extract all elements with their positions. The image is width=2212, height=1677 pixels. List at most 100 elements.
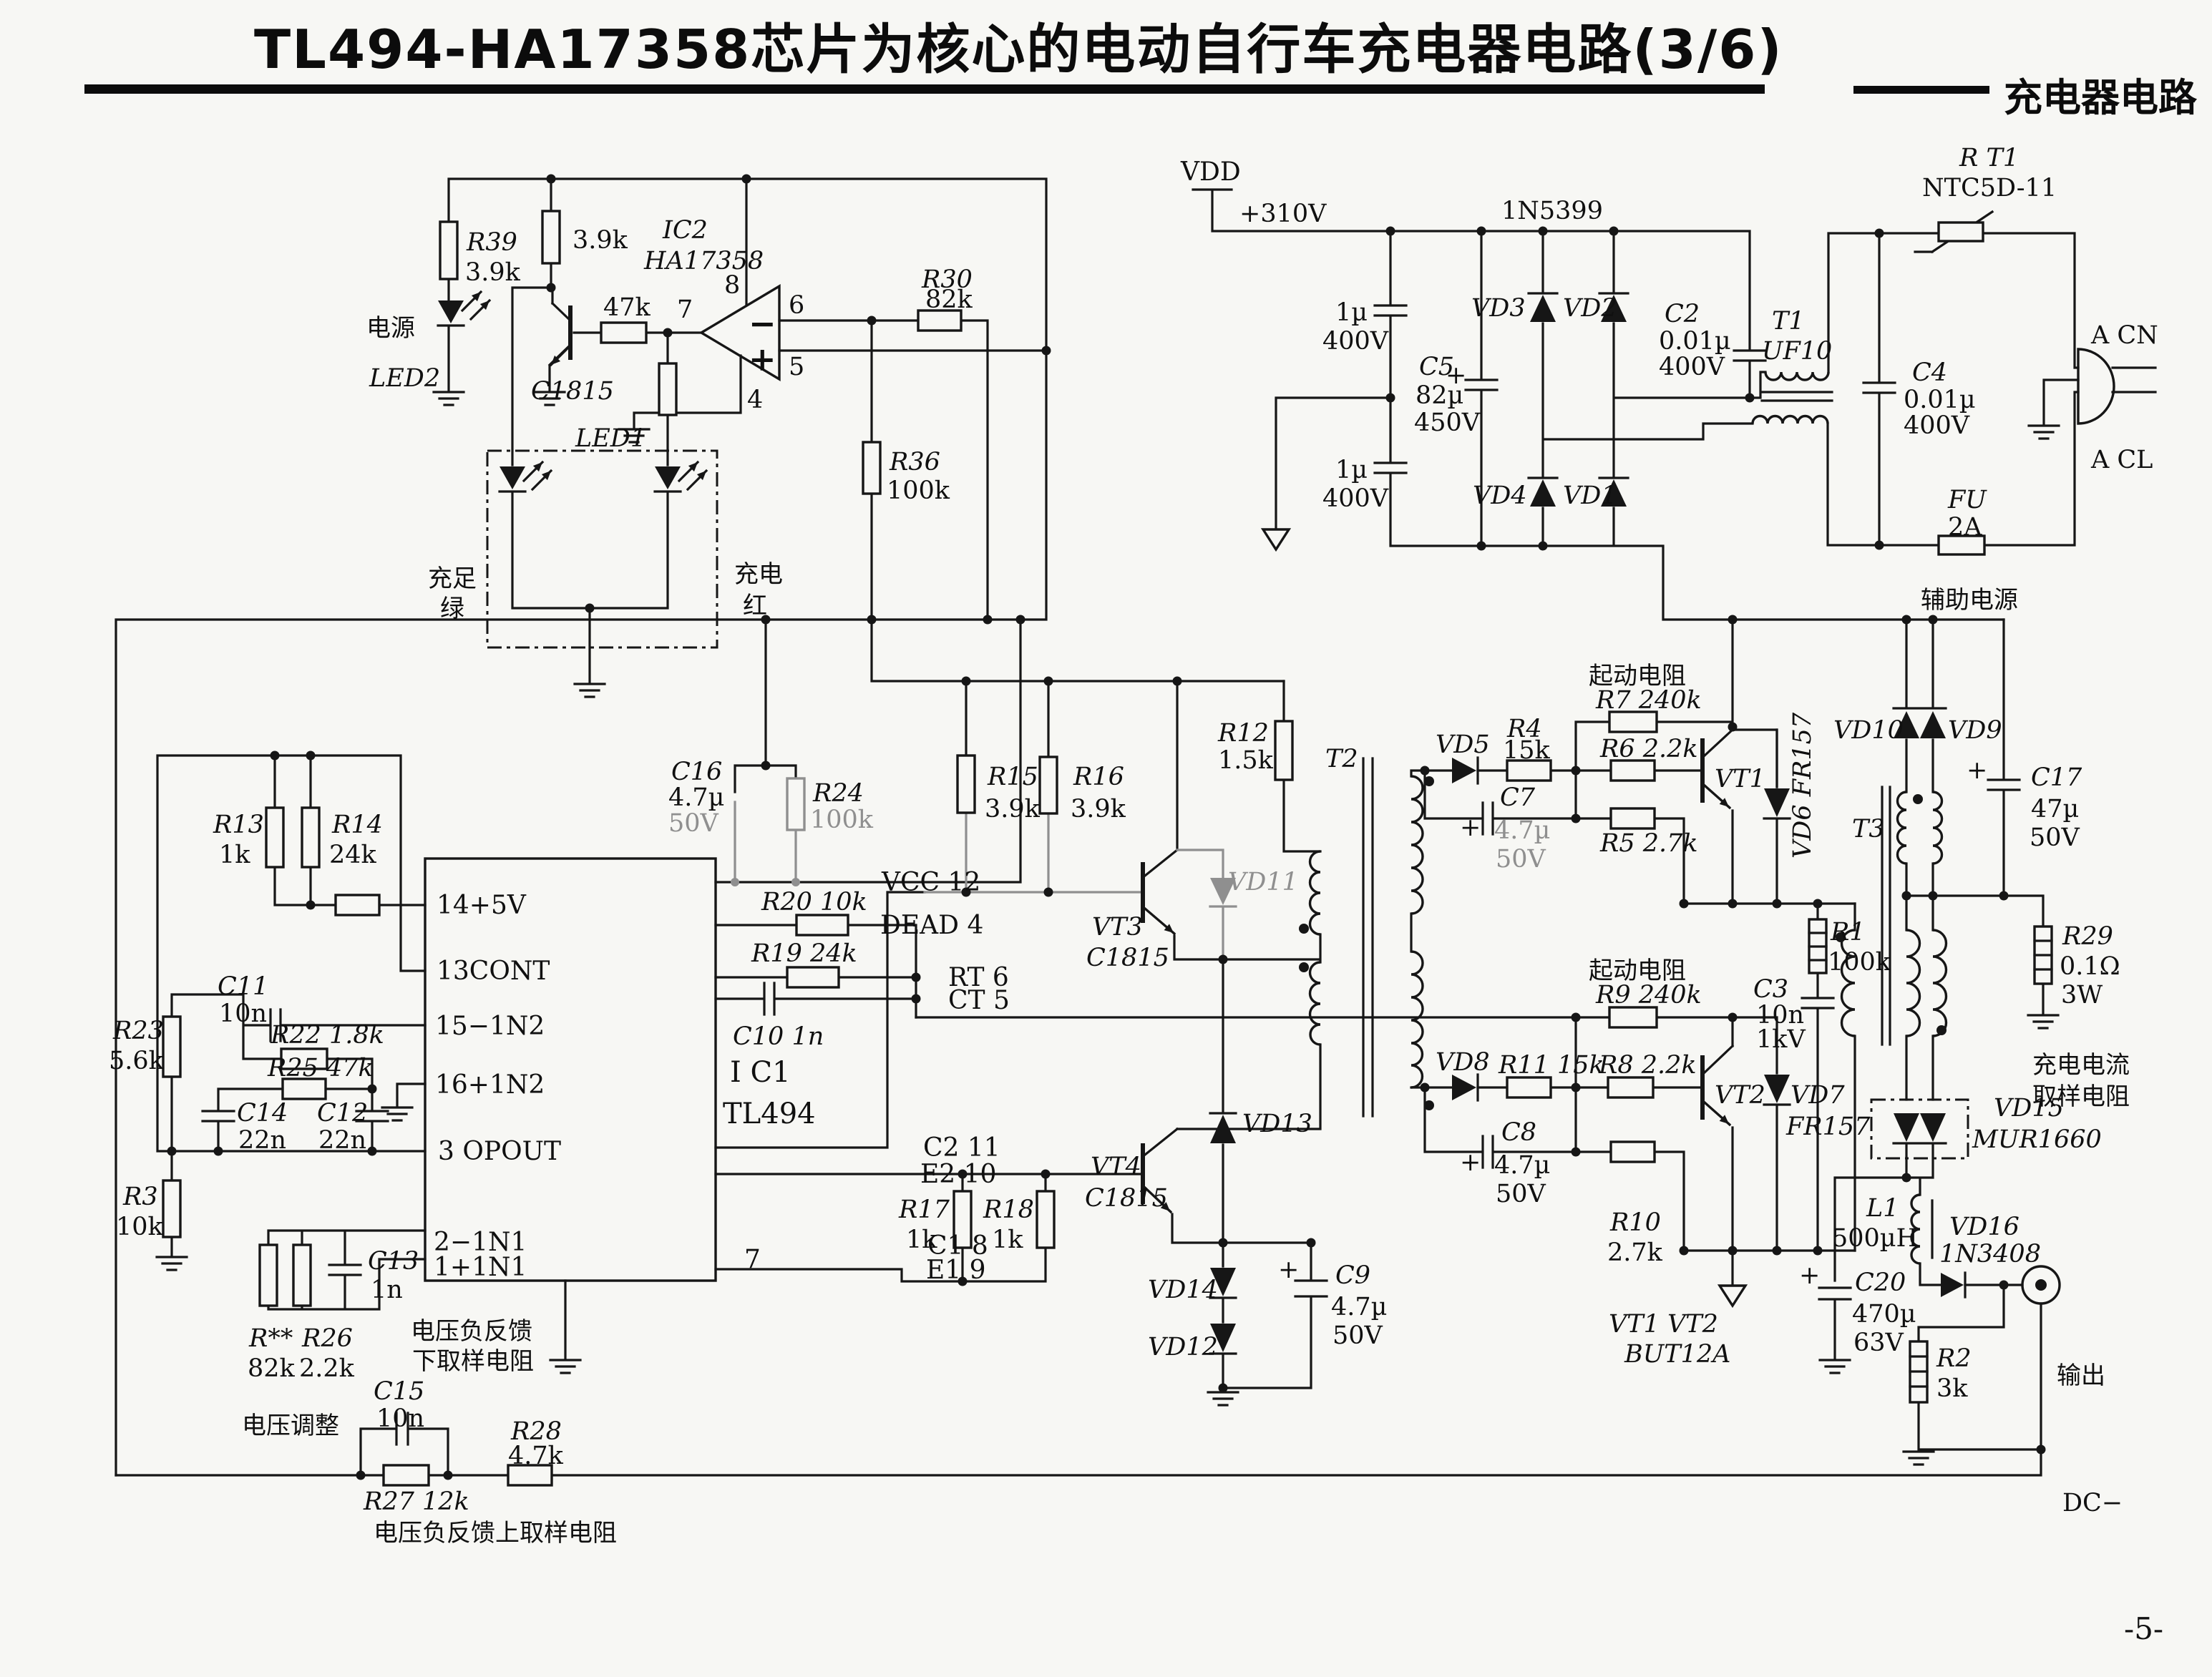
junction-dot xyxy=(367,1146,377,1156)
label-vd2: VD2 xyxy=(1563,294,1617,323)
label-c9v: 4.7µ xyxy=(1331,1293,1387,1321)
junction-dot xyxy=(1385,393,1395,403)
label-r15: R15 xyxy=(987,763,1038,791)
polarity-dot xyxy=(1424,1100,1434,1110)
label-c5p: + xyxy=(1446,361,1466,390)
label-r6: R6 2.2k xyxy=(1599,735,1698,763)
label-c17: C17 xyxy=(2031,763,2082,792)
output-terminal-dot xyxy=(2035,1279,2047,1291)
wires-gray-c16 xyxy=(734,801,797,884)
label-r18v: 1k xyxy=(992,1226,1023,1254)
label-acn: A CN xyxy=(2090,321,2158,350)
label-rxxv: 82k xyxy=(248,1354,296,1383)
junction-dot xyxy=(1420,1082,1430,1092)
junction-dot xyxy=(1679,899,1689,909)
label-uf10: UF10 xyxy=(1762,337,1832,366)
res-rxx xyxy=(258,1243,278,1307)
junction-dot xyxy=(585,603,595,613)
label-chongzu: 充足 xyxy=(428,564,477,593)
wires-gray-base xyxy=(923,811,1142,894)
res-r3 xyxy=(162,1179,182,1238)
coil-t3-sec-b xyxy=(1932,929,1948,1037)
label-c8p: + xyxy=(1460,1148,1481,1177)
label-t1: T1 xyxy=(1772,307,1805,336)
label-c15: C15 xyxy=(374,1377,424,1406)
res-r9 xyxy=(1608,1006,1658,1029)
res-3k9-b xyxy=(658,362,678,416)
label-c13v: 1n xyxy=(371,1276,403,1304)
junction-dot xyxy=(1571,1147,1581,1157)
arrow-head xyxy=(1160,1202,1170,1211)
junction-dot xyxy=(1813,1246,1823,1256)
label-p13: 13CONT xyxy=(437,957,550,986)
arrow-head xyxy=(696,471,706,481)
junction-dot xyxy=(1218,1383,1228,1393)
arrow-head xyxy=(541,471,551,481)
junction-dot xyxy=(1928,615,1938,625)
junction-dot xyxy=(958,1276,968,1286)
res-r8 xyxy=(1607,1076,1655,1099)
label-l1: L1 xyxy=(1866,1194,1899,1223)
res-47k xyxy=(600,321,648,344)
junction-dot xyxy=(1728,1246,1738,1256)
junction-dot xyxy=(1679,1246,1689,1256)
coil-l1 xyxy=(1910,1193,1921,1265)
label-r29: R29 xyxy=(2062,922,2113,951)
label-vt3t: C1815 xyxy=(1086,944,1169,972)
label-r23v: 5.6k xyxy=(109,1047,165,1075)
label-vd13: VD13 xyxy=(1242,1110,1312,1138)
label-r13: R13 xyxy=(213,811,264,839)
label-fk2: 下取样电阻 xyxy=(412,1347,534,1376)
res-r7 xyxy=(1608,710,1658,733)
junction-dot xyxy=(911,972,921,982)
corner-rule xyxy=(1853,86,1989,94)
label-but12a: BUT12A xyxy=(1624,1340,1730,1369)
res-r16 xyxy=(1038,756,1058,815)
label-l1v: 500µH xyxy=(1832,1224,1918,1253)
label-c17v: 47µ xyxy=(2031,795,2079,823)
label-vt4: VT4 xyxy=(1091,1153,1141,1181)
label-r3v: 10k xyxy=(116,1213,164,1241)
junction-dot xyxy=(1728,899,1738,909)
label-r26v: 2.2k xyxy=(299,1354,355,1383)
res-r27 xyxy=(382,1464,430,1487)
label-vd16: VD16 xyxy=(1949,1213,2019,1241)
res-pin14 xyxy=(334,894,381,916)
label-c9p: + xyxy=(1278,1256,1299,1284)
label-pc1: C1 8 xyxy=(927,1231,988,1261)
polarity-dot xyxy=(1913,794,1923,804)
label-c5: C5 xyxy=(1419,353,1454,381)
coil-t2-right-upper xyxy=(1410,775,1424,915)
label-c4: C4 xyxy=(1912,358,1947,387)
label-r14v: 24k xyxy=(329,841,377,869)
label-pe1: E1 9 xyxy=(926,1256,986,1285)
label-r4v: 15k xyxy=(1503,736,1551,765)
coil-t3-aux-left xyxy=(1896,791,1907,865)
label-vt2: VT2 xyxy=(1715,1081,1765,1110)
label-vd3: VD3 xyxy=(1471,294,1526,323)
junction-dot xyxy=(1928,891,1938,901)
junction-dot xyxy=(1538,226,1548,236)
label-r24v: 100k xyxy=(810,806,874,834)
label-v310: +310V xyxy=(1239,200,1327,228)
label-prt: RT 6 xyxy=(948,963,1009,992)
junction-dot xyxy=(867,615,877,625)
junction-dot xyxy=(761,615,771,625)
junction-dot xyxy=(1043,676,1053,686)
label-vd10: VD10 xyxy=(1833,716,1904,745)
label-vd1: VD1 xyxy=(1563,481,1617,510)
junction-dot xyxy=(1901,891,1911,901)
label-vd15: VD15 xyxy=(1994,1094,2064,1123)
junction-dot xyxy=(961,676,971,686)
label-r39v: 3.9k xyxy=(465,258,521,287)
junction-dot xyxy=(1476,541,1486,551)
label-c8v: 4.7µ xyxy=(1494,1151,1550,1180)
junction-dot xyxy=(1476,226,1486,236)
label-r27: R27 12k xyxy=(363,1487,469,1516)
label-in3408: 1N3408 xyxy=(1939,1240,2041,1268)
res-3k9-a xyxy=(541,210,561,265)
junction-dot xyxy=(1813,899,1823,909)
junction-dot xyxy=(1015,615,1025,625)
label-c3v: 10n xyxy=(1756,1001,1804,1030)
label-led1: LED1 xyxy=(575,424,646,453)
